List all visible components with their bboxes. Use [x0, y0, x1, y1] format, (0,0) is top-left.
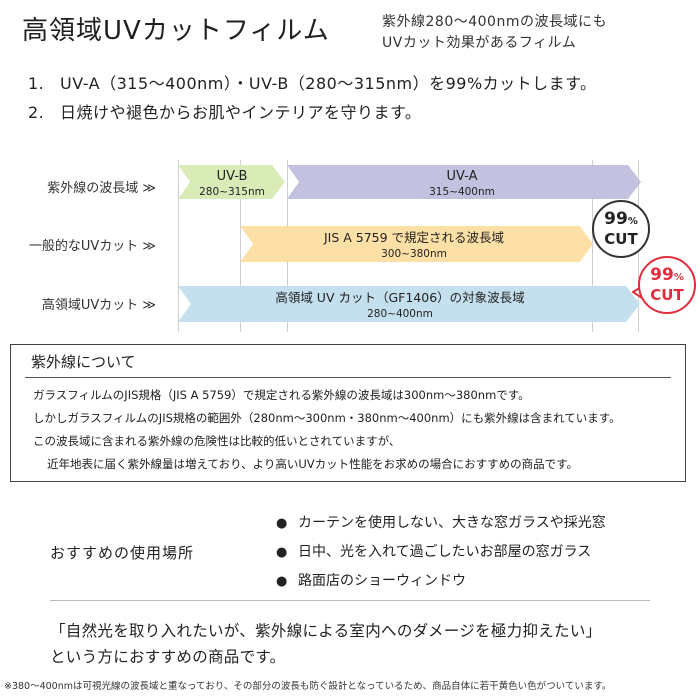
point-number: 2. — [28, 103, 45, 122]
jis-range-bar — [240, 226, 593, 262]
uvb-range: 280~315nm — [199, 186, 265, 198]
uv-info-box: 紫外線について ガラスフィルムのJIS規格（JIS A 5759）で規定される紫… — [10, 344, 686, 482]
subtitle-line: UVカット効果があるフィルム — [382, 35, 577, 51]
info-line: ガラスフィルムのJIS規格（JIS A 5759）で規定される紫外線の波長域は3… — [33, 388, 530, 402]
info-divider — [25, 377, 671, 378]
section-divider — [50, 600, 650, 601]
row-label-general-uv-cut: 一般的なUVカット ≫ — [28, 239, 156, 254]
badge-cut-label: CUT — [650, 286, 684, 304]
bullet-icon: ● — [276, 574, 288, 589]
uva-title: UV-A — [447, 169, 478, 184]
high-uv-range: 280~400nm — [367, 308, 433, 320]
place-text: 路面店のショーウィンドウ — [298, 573, 466, 589]
quote-line: 「自然光を取り入れたいが、紫外線による室内へのダメージを極力抑えたい」 — [50, 622, 602, 640]
cut-badge-black: 99% CUT — [592, 200, 650, 258]
point-text: 日焼けや褪色からお肌やインテリアを守ります。 — [60, 103, 422, 122]
row-label-high-uv-cut: 高領域UVカット ≫ — [41, 298, 156, 313]
point-number: 1. — [28, 74, 45, 93]
info-heading: 紫外線について — [31, 353, 136, 371]
place-item: ● 日中、光を入れて過ごしたいお部屋の窓ガラス — [276, 541, 591, 561]
uva-range: 315~400nm — [429, 186, 495, 198]
info-line: しかしガラスフィルムのJIS規格の範囲外（280nm〜300nm・380nm〜4… — [33, 411, 621, 425]
wavelength-diagram: UV-B 280~315nm UV-A 315~400nm JIS A 5759… — [178, 165, 647, 322]
page-title: 高領域UVカットフィルム — [22, 16, 330, 46]
feature-point-1: 1. UV-A（315〜400nm）・UV-B（280〜315nm）を99%カット… — [28, 70, 597, 94]
high-uv-title: 高領域 UV カット（GF1406）の対象波長域 — [275, 290, 524, 305]
subtitle-line: 紫外線280〜400nmの波長域にも — [382, 14, 607, 30]
place-item: ● カーテンを使用しない、大きな窓ガラスや採光窓 — [276, 512, 606, 532]
badge-cut-label: CUT — [604, 230, 638, 248]
jis-title: JIS A 5759 で規定される波長域 — [323, 230, 504, 245]
uvb-title: UV-B — [217, 169, 248, 184]
row-label-uv-range: 紫外線の波長域 ≫ — [47, 181, 156, 196]
badge-percent-unit: % — [627, 216, 638, 227]
place-item: ● 路面店のショーウィンドウ — [276, 570, 466, 590]
footnote: ※380〜400nmは可視光線の波長域と重なっており、その部分の波長も防ぐ設計と… — [4, 681, 612, 692]
quote-line: という方におすすめの商品です。 — [50, 648, 286, 666]
info-line: この波長域に含まれる紫外線の危険性は比較的低いとされていますが、 — [33, 434, 401, 448]
grid-line-380 — [592, 160, 593, 332]
places-heading: おすすめの使用場所 — [50, 544, 195, 562]
badge-percent: 99% — [640, 266, 694, 287]
uvb-bar — [178, 165, 285, 199]
feature-point-2: 2. 日焼けや褪色からお肌やインテリアを守ります。 — [28, 99, 421, 123]
high-uv-range-bar — [178, 286, 640, 322]
badge-percent-value: 99 — [650, 265, 674, 285]
cut-badge-red: 99% CUT — [638, 256, 696, 314]
grid-line-300 — [240, 160, 241, 332]
uva-bar — [287, 165, 641, 199]
grid-line-280 — [178, 160, 179, 332]
bullet-icon: ● — [276, 545, 288, 560]
point-text: UV-A（315〜400nm）・UV-B（280〜315nm）を99%カットしま… — [60, 74, 597, 93]
badge-percent-value: 99 — [604, 209, 628, 229]
bullet-icon: ● — [276, 516, 288, 531]
badge-percent-unit: % — [673, 272, 684, 283]
badge-percent: 99% — [594, 210, 648, 231]
info-line: 近年地表に届く紫外線量は増えており、より高いUVカット性能をお求めの場合におすす… — [47, 457, 579, 471]
place-text: 日中、光を入れて過ごしたいお部屋の窓ガラス — [298, 544, 592, 560]
jis-range: 300~380nm — [381, 248, 447, 260]
place-text: カーテンを使用しない、大きな窓ガラスや採光窓 — [298, 515, 606, 531]
subtitle: 紫外線280〜400nmの波長域にも UVカット効果があるフィルム — [382, 12, 607, 54]
